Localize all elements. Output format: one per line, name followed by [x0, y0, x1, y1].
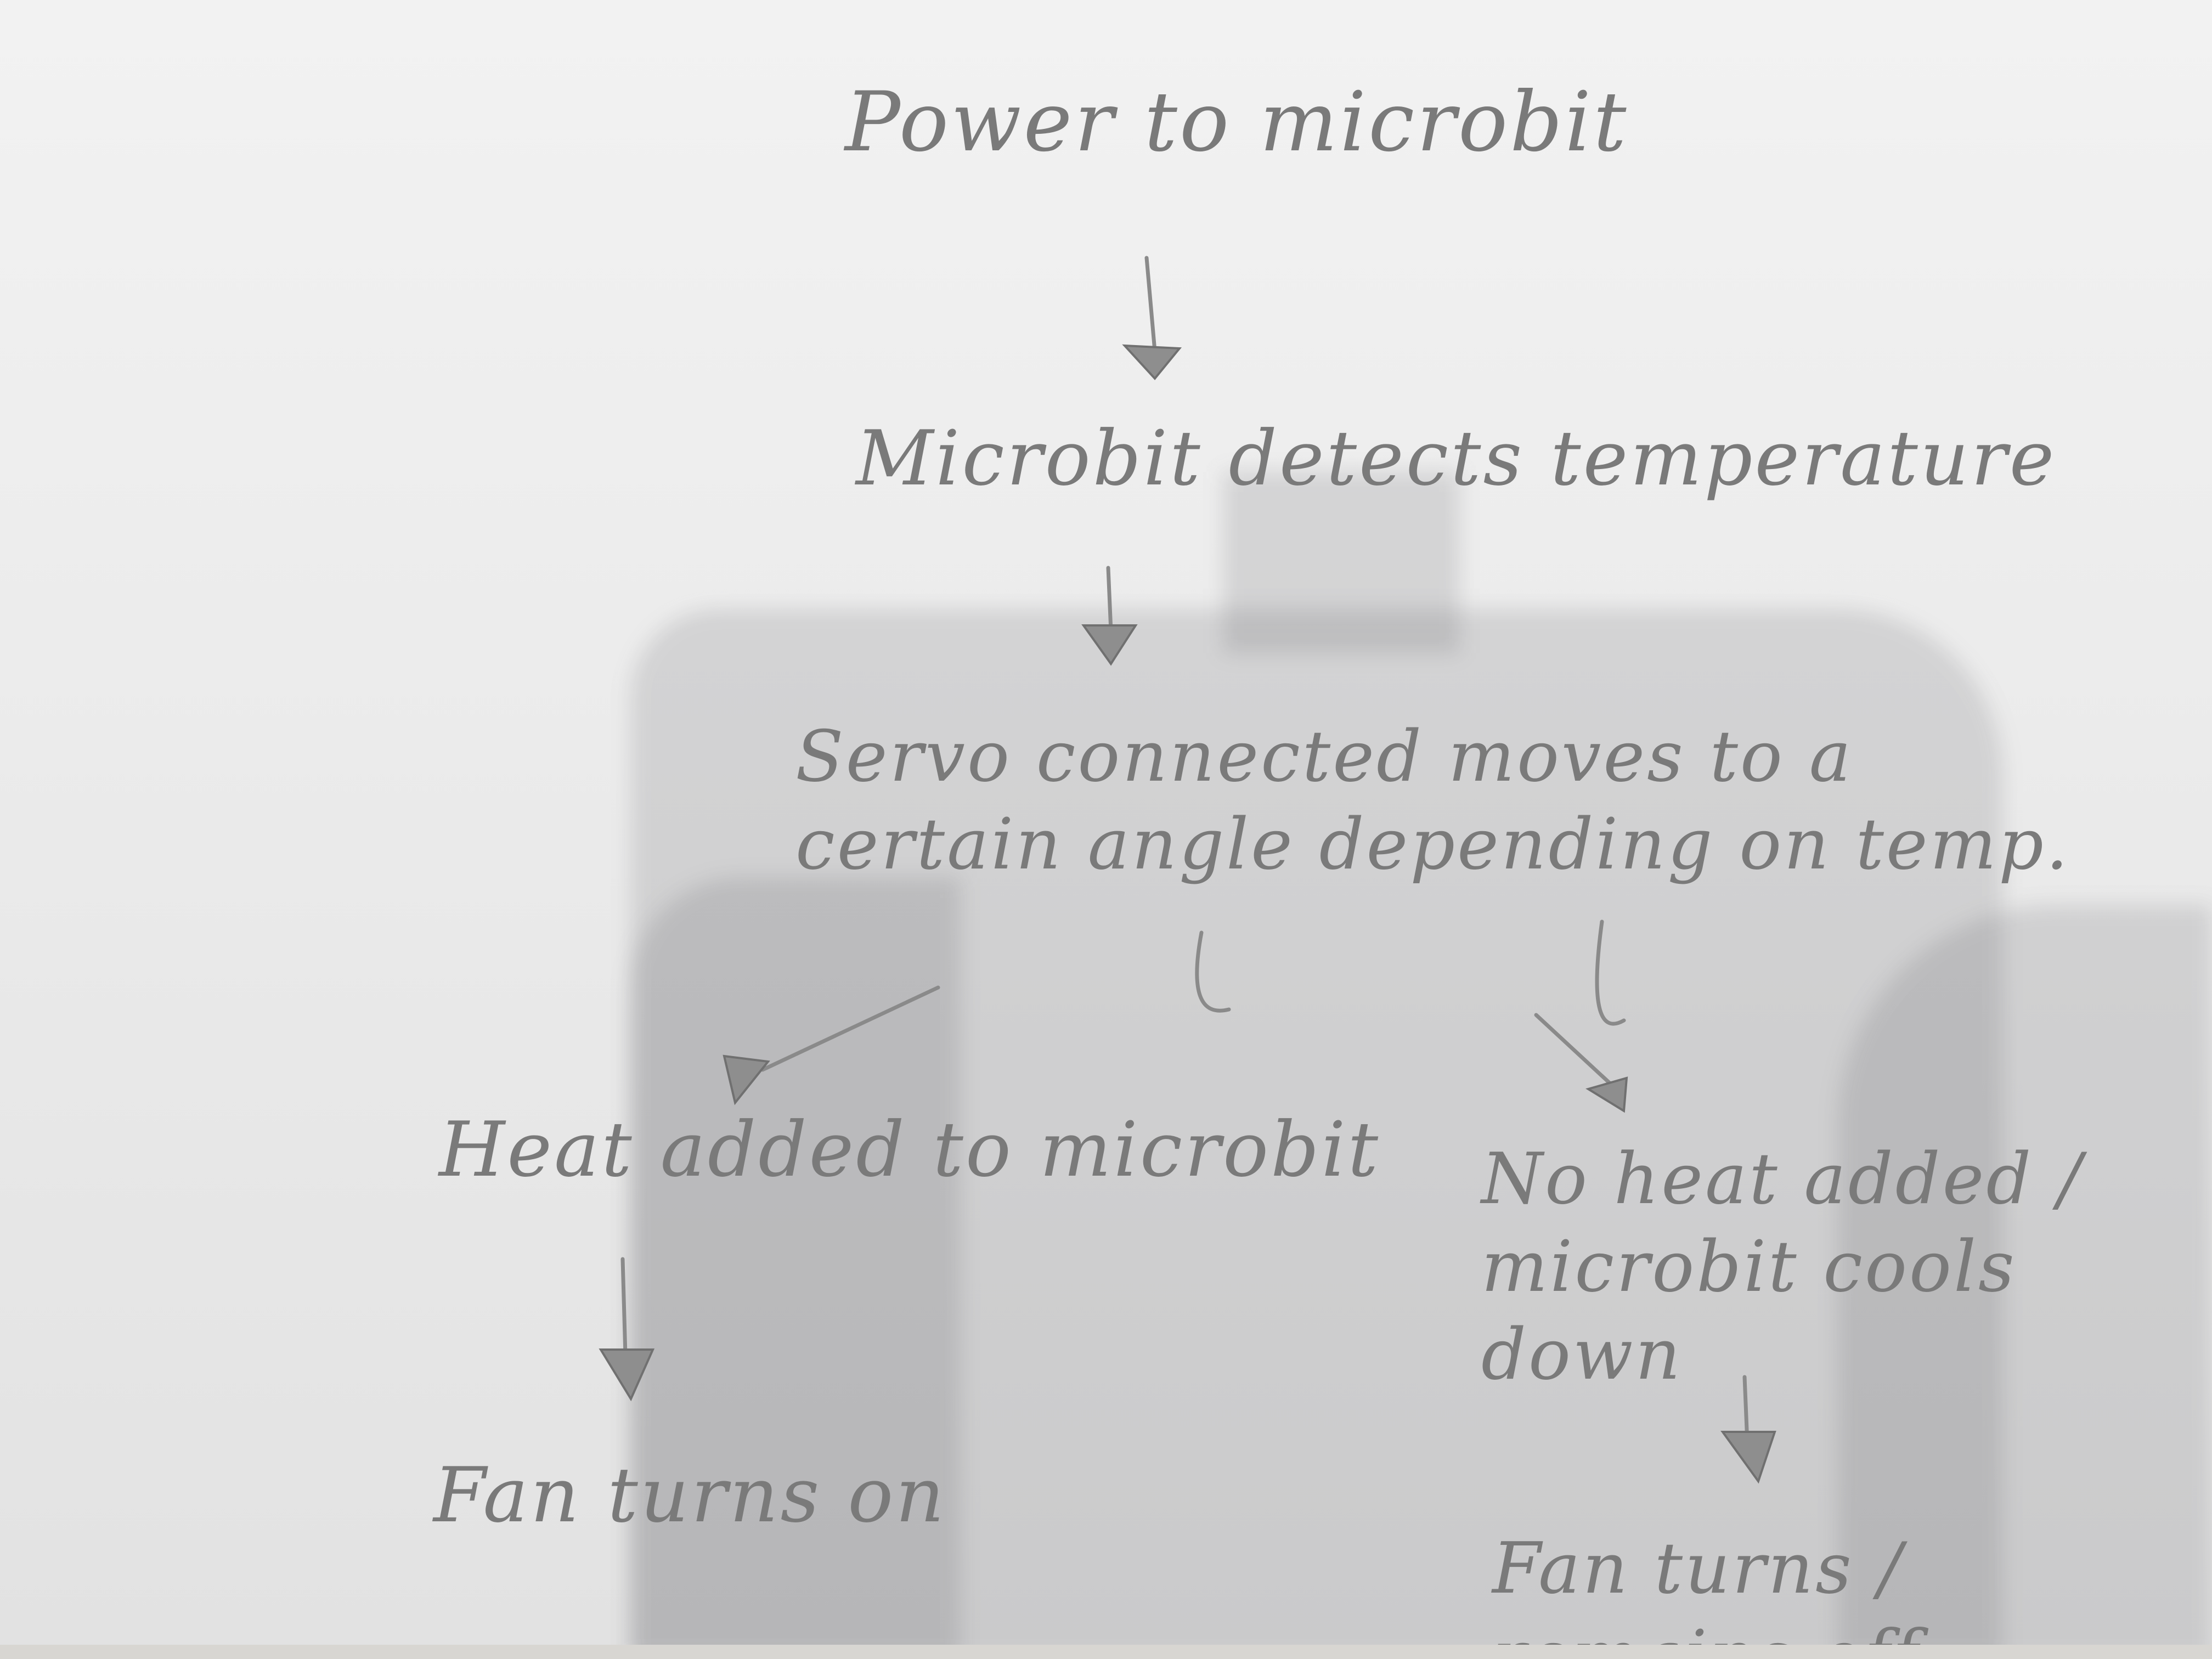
- hand-shadow-top: [1223, 472, 1459, 653]
- node-microbit-detects-temperature: Microbit detects temperature: [856, 414, 2057, 503]
- node-no-heat-added: No heat added / microbit cools down: [1481, 1138, 2084, 1396]
- arrow-power-detect: [1122, 256, 1182, 381]
- hand-shadow-right: [1838, 905, 2212, 1659]
- paper-bottom-edge: [0, 1645, 2212, 1659]
- node-power-to-microbit: Power to microbit: [845, 75, 1629, 170]
- node-servo-moves: Servo connected moves to a certain angle…: [795, 716, 2070, 885]
- hand-shadow-body: [631, 609, 2002, 1659]
- node-fan-turns-on: Fan turns on: [433, 1451, 947, 1539]
- node-fan-turns-remains-off: Fan turns / remains off: [1492, 1528, 1921, 1659]
- node-heat-added: Heat added to microbit: [439, 1105, 1381, 1194]
